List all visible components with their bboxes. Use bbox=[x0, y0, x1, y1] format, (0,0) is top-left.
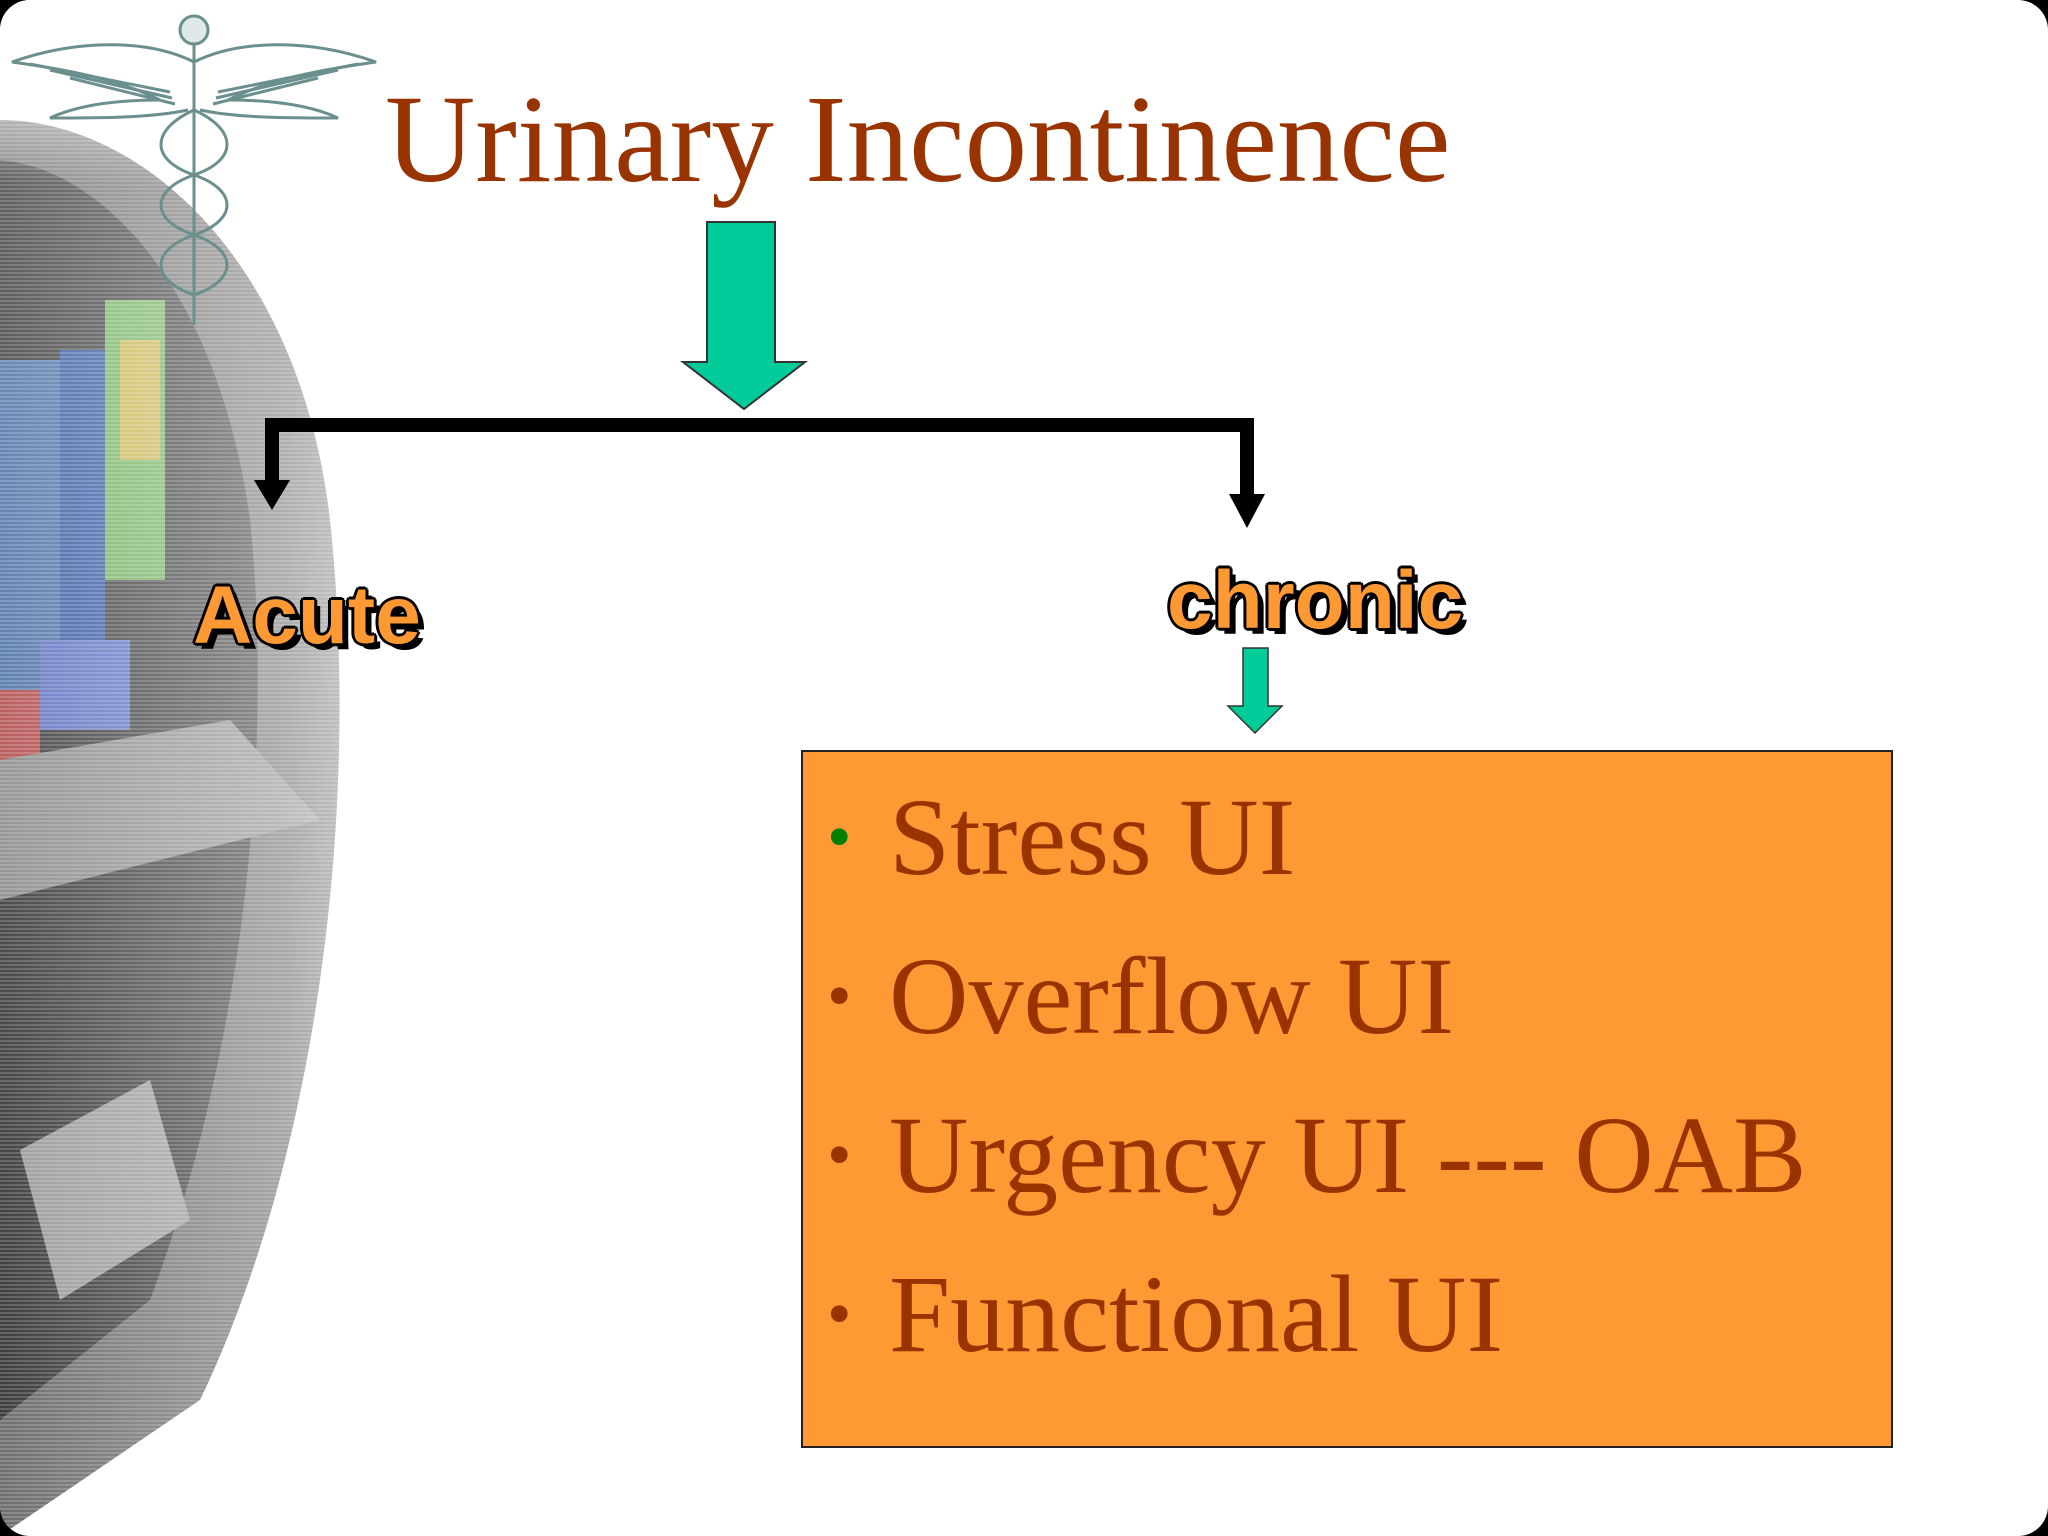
chronic-down-arrow bbox=[1226, 647, 1284, 735]
slide-title: Urinary Incontinence bbox=[385, 71, 1451, 209]
list-item: • Functional UI bbox=[827, 1251, 1806, 1410]
branch-connector bbox=[265, 418, 1254, 505]
bullet-icon: • bbox=[827, 1117, 852, 1194]
list-item: • Stress UI bbox=[827, 774, 1806, 933]
acute-arrowhead bbox=[254, 480, 290, 510]
chronic-types-box: • Stress UI • Overflow UI • Urgency UI -… bbox=[801, 750, 1893, 1448]
type-label: Urgency UI --- OAB bbox=[889, 1094, 1807, 1216]
bullet-icon: • bbox=[827, 799, 852, 876]
caduceus-icon bbox=[11, 14, 377, 325]
acute-label: Acute bbox=[193, 570, 421, 661]
chronic-types-list: • Stress UI • Overflow UI • Urgency UI -… bbox=[827, 774, 1806, 1410]
type-label: Functional UI bbox=[889, 1253, 1504, 1375]
chronic-arrowhead bbox=[1229, 494, 1265, 528]
background-photo bbox=[0, 0, 520, 1536]
bullet-icon: • bbox=[827, 958, 852, 1035]
bullet-icon: • bbox=[827, 1276, 852, 1353]
main-down-arrow bbox=[680, 221, 808, 411]
list-item: • Overflow UI bbox=[827, 933, 1806, 1092]
type-label: Overflow UI bbox=[889, 935, 1455, 1057]
type-label: Stress UI bbox=[889, 776, 1296, 898]
list-item: • Urgency UI --- OAB bbox=[827, 1092, 1806, 1251]
chronic-label: chronic bbox=[1167, 555, 1464, 646]
